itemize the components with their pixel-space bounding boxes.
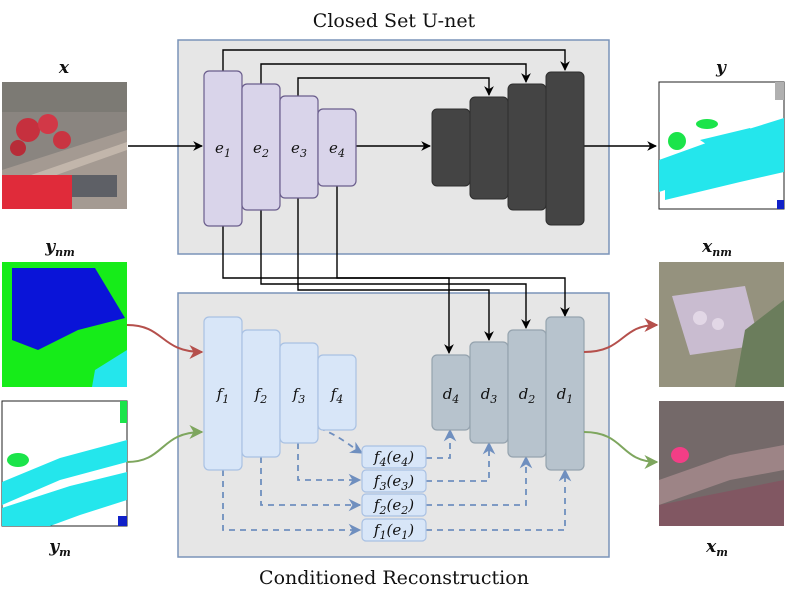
arrow-ynm-to-f1 — [126, 324, 204, 359]
svg-text:d1: d1 — [557, 385, 574, 406]
svg-text:d4: d4 — [443, 385, 460, 406]
svg-text:e2: e2 — [253, 139, 269, 160]
decoder-block-4 — [431, 108, 471, 187]
encoder-e3: e3 — [279, 95, 319, 199]
cond-decoder-d1: d1 — [545, 316, 585, 471]
input-image-ym — [1, 400, 128, 527]
cond-encoder-f3: f3 — [279, 342, 319, 444]
cond-decoder-d2: d2 — [507, 329, 547, 458]
cond-feature-f3e3: f3(e3) — [361, 469, 427, 493]
output-image-xm — [659, 401, 784, 526]
input-image-x — [2, 82, 127, 209]
encoder-e1: e1 — [203, 70, 243, 227]
svg-text:d2: d2 — [519, 385, 536, 406]
cond-feature-f2e2: f2(e2) — [361, 493, 427, 517]
encoder-to-decoder-links — [222, 186, 570, 354]
cond-decoder-d4: d4 — [431, 354, 471, 431]
svg-text:f3: f3 — [292, 385, 306, 406]
svg-text:f1: f1 — [216, 385, 230, 406]
cond-decoder-d3: d3 — [469, 341, 509, 444]
arrow-d1-to-xnm — [583, 318, 659, 353]
cond-encoder-f1: f1 — [203, 316, 243, 471]
label-ynm: ynm — [44, 237, 75, 259]
svg-text:d3: d3 — [481, 385, 498, 406]
decoder-block-3 — [469, 96, 509, 200]
arrow-d1-to-xm — [583, 431, 659, 469]
arrow-ym-to-f1 — [126, 425, 204, 463]
unet-title: Closed Set U-net — [313, 10, 476, 32]
input-image-ynm — [2, 262, 127, 387]
decoder-block-1 — [545, 71, 585, 226]
dashed-links — [222, 427, 572, 537]
reconstruction-title: Conditioned Reconstruction — [259, 567, 529, 589]
svg-text:f2(e2): f2(e2) — [373, 496, 414, 517]
cond-feature-f4e4: f4(e4) — [361, 445, 427, 469]
output-image-xnm — [659, 262, 784, 387]
svg-text:f3(e3): f3(e3) — [373, 472, 414, 493]
unet-decoder — [431, 71, 585, 226]
svg-text:e1: e1 — [215, 139, 231, 160]
cond-encoder-f2: f2 — [241, 329, 281, 458]
skip-connections-top — [222, 49, 570, 96]
svg-text:e3: e3 — [291, 139, 307, 160]
decoder-block-2 — [507, 83, 547, 211]
svg-text:e4: e4 — [329, 139, 345, 160]
label-xm: xm — [705, 537, 728, 559]
svg-text:f2: f2 — [254, 385, 268, 406]
svg-text:f1(e1): f1(e1) — [373, 521, 414, 542]
label-ym: ym — [48, 537, 71, 559]
svg-text:f4(e4): f4(e4) — [373, 448, 414, 469]
svg-text:f4: f4 — [330, 385, 344, 406]
label-x: x — [58, 58, 70, 78]
cond-feature-f1e1: f1(e1) — [361, 518, 427, 542]
label-xnm: xnm — [701, 237, 732, 259]
label-y: y — [715, 58, 727, 78]
encoder-e4: e4 — [317, 108, 357, 187]
output-image-y — [658, 81, 785, 210]
cond-encoder-f4: f4 — [317, 354, 357, 431]
encoder-e2: e2 — [241, 83, 281, 211]
